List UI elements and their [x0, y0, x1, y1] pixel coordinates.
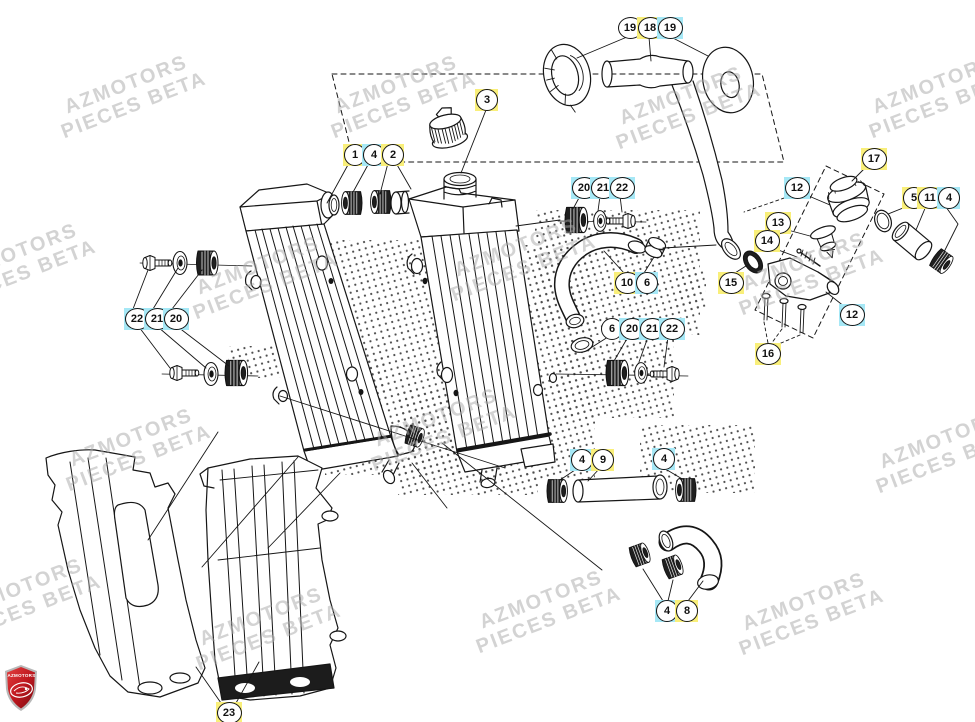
- callout-15[interactable]: 15: [716, 269, 745, 295]
- callout-number: 12: [839, 304, 865, 326]
- radiator-left: [239, 183, 427, 485]
- cover-screws: [761, 292, 807, 334]
- filler-neck: [443, 171, 477, 200]
- callout-4[interactable]: 4: [935, 184, 961, 210]
- clamp-nut: [546, 479, 568, 503]
- clamp-nut: [341, 191, 363, 215]
- clamp-nut: [370, 190, 392, 214]
- callout-number: 17: [861, 148, 887, 170]
- callout-22[interactable]: 22: [607, 174, 636, 200]
- callout-number: 4: [656, 600, 678, 622]
- callout-number: 23: [216, 702, 242, 722]
- callout-19[interactable]: 19: [655, 14, 684, 40]
- seal-ring: [742, 250, 764, 274]
- callout-20[interactable]: 20: [161, 305, 190, 331]
- callout-number: 20: [163, 308, 189, 330]
- callout-number: 18: [637, 17, 663, 39]
- housing-cover: [767, 257, 840, 301]
- callout-2[interactable]: 2: [379, 141, 405, 167]
- leader-lines: [132, 36, 959, 704]
- callout-number: 4: [571, 449, 593, 471]
- callout-3[interactable]: 3: [473, 86, 499, 112]
- callout-19[interactable]: 19: [615, 14, 644, 40]
- callout-21[interactable]: 21: [637, 315, 666, 341]
- callout-number: 15: [718, 272, 744, 294]
- callout-number: 8: [676, 600, 698, 622]
- callout-number: 2: [382, 144, 404, 166]
- leader-lines-dashed: [743, 195, 801, 347]
- callout-14[interactable]: 14: [752, 227, 781, 253]
- clamp-nut: [660, 553, 686, 580]
- callout-number: 21: [639, 318, 665, 340]
- jiggle-pin: [796, 248, 821, 267]
- grommet-ring: [542, 43, 592, 113]
- radiator-cap: [429, 107, 469, 149]
- o-ring-inner: [876, 212, 890, 230]
- callout-number: 19: [657, 17, 683, 39]
- callout-9[interactable]: 9: [589, 446, 615, 472]
- dashed-reference-frame-top: [331, 73, 785, 163]
- straight-hose: [572, 474, 668, 503]
- water-pipe: [601, 54, 741, 260]
- pipe-washer-disc: [702, 46, 754, 114]
- callout-12[interactable]: 12: [782, 174, 811, 200]
- callout-13[interactable]: 13: [763, 209, 792, 235]
- callout-number: 20: [619, 318, 645, 340]
- callout-16[interactable]: 16: [753, 340, 782, 366]
- mount-set-top-left: [142, 250, 219, 276]
- callout-1[interactable]: 1: [341, 141, 367, 167]
- callout-22[interactable]: 22: [657, 315, 686, 341]
- o-ring: [873, 209, 893, 233]
- callout-4[interactable]: 4: [650, 445, 676, 471]
- callout-17[interactable]: 17: [859, 145, 888, 171]
- callout-23[interactable]: 23: [214, 699, 243, 722]
- clamp-nut: [675, 478, 697, 502]
- callout-number: 6: [636, 272, 658, 294]
- callout-20[interactable]: 20: [617, 315, 646, 341]
- clamp-nut: [627, 541, 653, 568]
- callout-number: 9: [592, 449, 614, 471]
- callout-18[interactable]: 18: [635, 14, 664, 40]
- callout-number: 10: [614, 272, 640, 294]
- callout-10[interactable]: 10: [612, 269, 641, 295]
- callout-number: 4: [653, 448, 675, 470]
- y-hose: [553, 232, 647, 329]
- callout-4[interactable]: 4: [360, 141, 386, 167]
- azmotors-logo: [5, 665, 37, 711]
- hose-clamp-ring: [644, 236, 667, 259]
- callout-number: 13: [765, 212, 791, 234]
- louver-right: [199, 455, 347, 701]
- callout-number: 21: [144, 308, 170, 330]
- mount-set-bottom-left: [169, 359, 249, 387]
- callout-number: 1: [344, 144, 366, 166]
- louver-left: [45, 449, 206, 698]
- callout-number: 16: [755, 343, 781, 365]
- radiator-right: [390, 171, 558, 489]
- callout-12[interactable]: 12: [837, 301, 866, 327]
- callout-number: 12: [784, 177, 810, 199]
- clamp-nut: [928, 247, 956, 276]
- callout-number: 19: [617, 17, 643, 39]
- callout-number: 3: [476, 89, 498, 111]
- flat-clamp-ring-inner: [574, 340, 590, 350]
- elbow-hose: [658, 525, 723, 591]
- callout-4[interactable]: 4: [568, 446, 594, 472]
- callout-6[interactable]: 6: [633, 269, 659, 295]
- callout-number: 22: [659, 318, 685, 340]
- thermostat-element: [810, 225, 837, 259]
- callout-4[interactable]: 4: [653, 597, 679, 623]
- callout-number: 22: [609, 177, 635, 199]
- callout-8[interactable]: 8: [673, 597, 699, 623]
- sleeve-hose: [891, 221, 933, 261]
- callout-number: 4: [938, 187, 960, 209]
- callout-number: 14: [754, 230, 780, 252]
- thermostat-assembly: [742, 175, 893, 334]
